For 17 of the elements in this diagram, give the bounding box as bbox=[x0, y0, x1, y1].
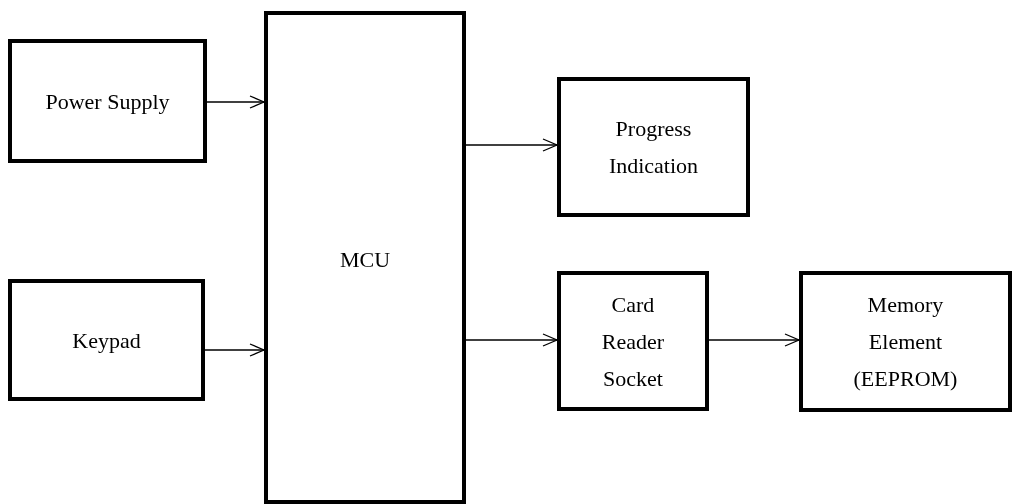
block-label: Card Reader Socket bbox=[600, 290, 666, 393]
block bbox=[557, 271, 709, 411]
arrow bbox=[206, 95, 265, 109]
arrow bbox=[465, 138, 558, 152]
arrow bbox=[708, 333, 800, 347]
block-label: MCU bbox=[339, 246, 391, 274]
arrow bbox=[204, 343, 265, 357]
block-label: Progress Indication bbox=[607, 115, 700, 180]
block bbox=[8, 39, 207, 163]
block-label: Memory Element (EEPROM) bbox=[852, 291, 959, 393]
arrow bbox=[465, 333, 558, 347]
block-label: Power Supply bbox=[45, 87, 170, 116]
block bbox=[557, 77, 750, 217]
block bbox=[8, 279, 205, 401]
block bbox=[799, 271, 1012, 412]
block-label: Keypad bbox=[72, 326, 141, 355]
mcu-block bbox=[264, 11, 466, 504]
